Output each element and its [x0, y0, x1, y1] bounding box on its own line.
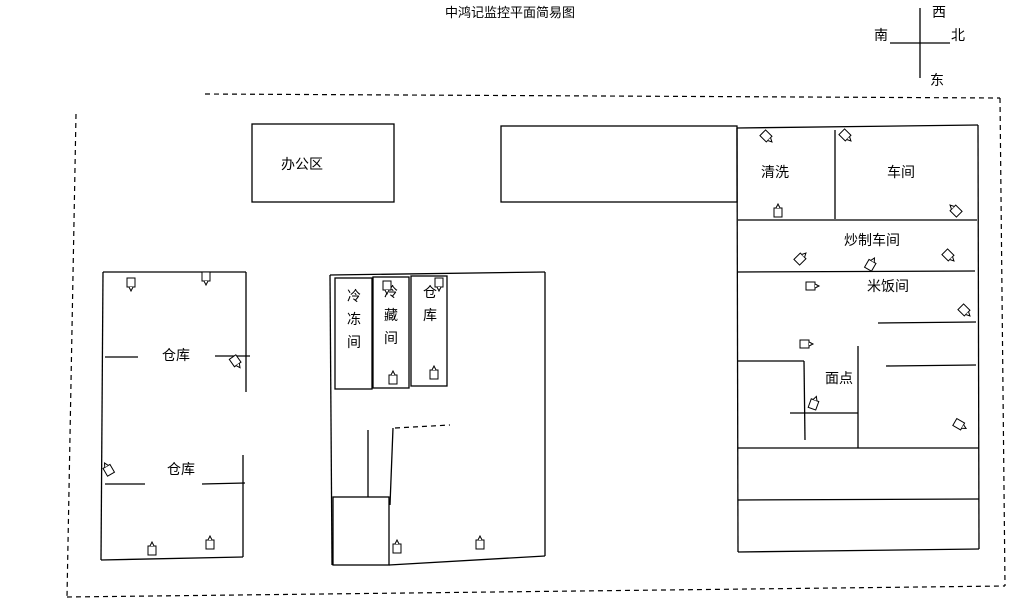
camera-icon: [147, 540, 157, 556]
camera-icon: [475, 534, 485, 550]
washing-label: 清洗: [761, 165, 789, 181]
cold-storage-block: [329, 271, 546, 566]
camera-icon: [382, 280, 392, 296]
camera-icon: [949, 204, 963, 218]
chiller-char-2: 藏: [384, 308, 398, 324]
compass-east-label: 东: [930, 73, 944, 89]
camera-icon: [807, 395, 820, 411]
warehouse-block: [100, 271, 250, 561]
office-label: 办公区: [281, 157, 323, 173]
camera-icon: [201, 271, 211, 287]
camera-icon: [434, 277, 444, 293]
camera-icon: [388, 369, 398, 385]
chiller-room: [372, 276, 410, 389]
small-room: [332, 496, 390, 566]
camera-icon: [773, 202, 783, 218]
stirfry-label: 炒制车间: [844, 232, 900, 249]
camera-icon: [205, 534, 215, 550]
camera-icon: [838, 128, 852, 142]
freezer-char-1: 冷: [347, 289, 361, 305]
rice-label: 米饭间: [867, 279, 909, 295]
office-room: [251, 123, 395, 203]
camera-icon: [952, 417, 968, 431]
compass-west-label: 西: [932, 5, 946, 21]
camera-icon: [799, 339, 815, 349]
compass: 西 南 北 东: [874, 5, 965, 89]
store-char-2: 库: [423, 308, 437, 324]
warehouse-lower-label: 仓库: [167, 462, 195, 478]
workshop-label: 车间: [887, 164, 915, 181]
chiller-char-3: 间: [384, 331, 398, 347]
store-char-1: 仓: [423, 285, 437, 301]
store-room: [410, 275, 448, 387]
camera-icon: [392, 538, 402, 554]
production-block: [736, 124, 980, 553]
compass-north-label: 北: [951, 28, 965, 44]
camera-icon: [126, 277, 136, 293]
camera-icon: [941, 248, 955, 262]
noodle-label: 面点: [825, 371, 853, 387]
compass-south-label: 南: [874, 28, 888, 44]
camera-icon: [863, 256, 877, 272]
camera-icon: [805, 281, 821, 291]
camera-icon: [957, 303, 971, 317]
site-boundary: [66, 93, 1006, 598]
main-building-block: [500, 125, 738, 203]
camera-icon: [228, 354, 242, 369]
page-title: 中鸿记监控平面简易图: [445, 5, 575, 21]
freezer-char-2: 冻: [347, 311, 361, 328]
camera-icon: [759, 129, 773, 143]
freezer-char-3: 间: [347, 335, 361, 351]
camera-icon: [429, 364, 439, 380]
camera-icon: [793, 252, 807, 266]
camera-icon: [102, 461, 116, 477]
freezer-room: [334, 277, 373, 390]
warehouse-upper-label: 仓库: [162, 348, 190, 364]
cameras: [102, 128, 971, 556]
